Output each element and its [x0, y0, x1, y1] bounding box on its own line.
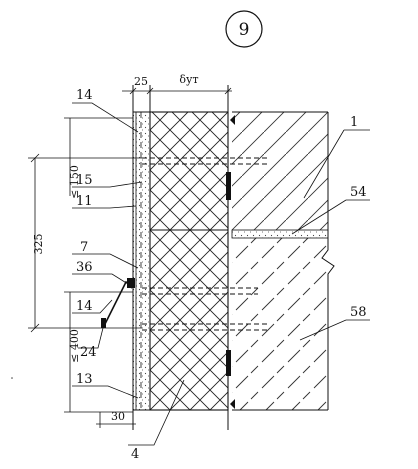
label-1: 1	[350, 115, 358, 130]
drip-edge	[101, 318, 106, 328]
label-11: 11	[76, 194, 93, 209]
dim-plaster: 25	[134, 75, 148, 88]
label-14-top: 14	[76, 88, 93, 103]
label-24: 24	[80, 345, 97, 360]
dim-max-150: ≤ 150	[68, 165, 81, 199]
dim-bottom-offset: 30	[111, 410, 125, 423]
label-13: 13	[76, 372, 93, 387]
dim-insulation: δут	[179, 73, 198, 86]
sheet-number-badge: 9	[225, 10, 263, 48]
top-dimensions	[122, 87, 232, 95]
label-7: 7	[80, 240, 88, 255]
profile-clip	[127, 278, 135, 288]
adhesive-spots	[226, 172, 231, 376]
label-14-bottom: 14	[76, 299, 93, 314]
dim-anchor-spacing: 325	[32, 234, 45, 255]
label-58: 58	[350, 305, 367, 320]
masonry-wall	[231, 111, 335, 411]
leader-lines	[72, 102, 370, 446]
mortar-joint	[231, 229, 329, 239]
label-4: 4	[131, 447, 139, 462]
label-36: 36	[76, 260, 93, 275]
left-dimensions	[28, 117, 142, 428]
section-marks	[230, 115, 235, 409]
insulation-layer	[149, 111, 229, 411]
dim-max-400: ≤ 400	[68, 329, 81, 363]
label-15: 15	[76, 173, 93, 188]
sheet-number: 9	[239, 20, 250, 40]
label-54: 54	[350, 185, 367, 200]
plaster-layer	[132, 111, 151, 411]
anchor-dowels	[142, 157, 270, 331]
